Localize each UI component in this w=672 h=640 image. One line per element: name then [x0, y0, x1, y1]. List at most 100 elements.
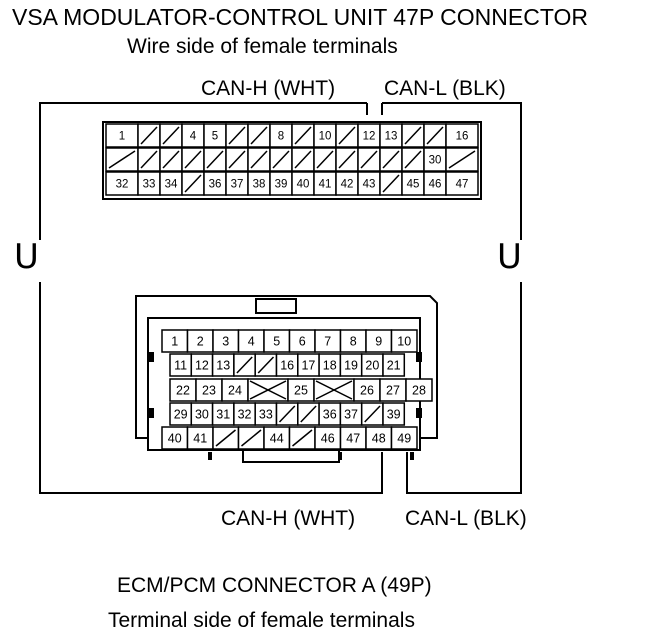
terminal-number: 25 — [294, 384, 308, 398]
terminal-cell — [445, 147, 479, 172]
terminal-number: 5 — [273, 335, 280, 349]
terminal-number: 32 — [116, 179, 129, 191]
terminal-cell: 30 — [423, 147, 447, 172]
terminal-number: 44 — [270, 432, 284, 446]
empty-terminal-mark — [241, 429, 262, 447]
empty-terminal-mark — [140, 150, 158, 169]
empty-terminal-mark — [294, 150, 312, 169]
terminal-number: 17 — [301, 359, 315, 373]
can-l-wire — [381, 102, 522, 494]
terminal-cell: 41 — [313, 171, 337, 196]
terminal-cell: 12 — [357, 123, 381, 148]
empty-terminal-mark — [184, 174, 202, 193]
terminal-number: 33 — [259, 408, 273, 422]
terminal-cell: 7 — [314, 329, 342, 353]
empty-terminal-mark — [364, 405, 381, 423]
terminal-number: 30 — [429, 155, 442, 167]
side-lock — [416, 352, 422, 362]
empty-terminal-mark — [294, 126, 312, 145]
terminal-number: 47 — [456, 179, 469, 191]
terminal-cell: 34 — [159, 171, 183, 196]
terminal-cell: 45 — [401, 171, 425, 196]
connector-latch — [255, 298, 297, 314]
terminal-cell: 26 — [353, 378, 381, 402]
mount-post — [410, 452, 414, 460]
terminal-number: 47 — [346, 432, 360, 446]
terminal-cell — [203, 147, 227, 172]
terminal-cell: 16 — [445, 123, 479, 148]
terminal-cell: 11 — [169, 353, 193, 377]
terminal-cell: 36 — [203, 171, 227, 196]
empty-terminal-mark — [382, 174, 400, 193]
side-lock — [148, 352, 154, 362]
terminal-number: 22 — [176, 384, 190, 398]
top-connector-title: VSA MODULATOR-CONTROL UNIT 47P CONNECTOR — [12, 4, 588, 30]
terminal-cell: 8 — [339, 329, 367, 353]
empty-terminal-mark — [300, 405, 317, 423]
terminal-cell — [313, 147, 337, 172]
terminal-cell: 37 — [225, 171, 249, 196]
empty-terminal-mark — [278, 405, 296, 423]
terminal-cell — [225, 147, 249, 172]
terminal-cell: 27 — [379, 378, 407, 402]
bottom-can-h-label: CAN-H (WHT) — [221, 507, 356, 530]
terminal-number: 7 — [324, 335, 331, 349]
terminal-number: 33 — [143, 179, 156, 191]
terminal-cell: 2 — [186, 329, 214, 353]
empty-terminal-mark — [162, 150, 180, 169]
terminal-number: 41 — [193, 432, 207, 446]
empty-terminal-mark — [338, 150, 356, 169]
terminal-number: 40 — [297, 179, 310, 191]
terminal-number: 1 — [171, 335, 178, 349]
terminal-cell — [379, 171, 403, 196]
terminal-number: 6 — [299, 335, 306, 349]
terminal-number: 12 — [363, 131, 376, 143]
terminal-cell — [357, 147, 381, 172]
empty-terminal-mark — [206, 150, 224, 169]
terminal-number: 36 — [323, 408, 337, 422]
empty-terminal-mark — [108, 150, 136, 169]
terminal-cell: 30 — [190, 402, 214, 426]
terminal-cell: 3 — [212, 329, 240, 353]
terminal-number: 26 — [360, 384, 374, 398]
terminal-cell — [254, 353, 278, 377]
mount-post — [208, 452, 212, 460]
wires — [39, 102, 522, 494]
terminal-number: 48 — [372, 432, 386, 446]
terminal-number: 40 — [168, 432, 182, 446]
terminal-number: 39 — [387, 408, 401, 422]
terminal-cell — [159, 123, 183, 148]
can-h-wire — [39, 102, 383, 494]
top-can-h-label: CAN-H (WHT) — [201, 77, 336, 100]
terminal-cell — [291, 123, 315, 148]
terminal-cell: 39 — [269, 171, 293, 196]
terminal-cell: 49 — [390, 426, 418, 450]
terminal-number: 1 — [119, 131, 125, 143]
terminal-cell: 39 — [382, 402, 406, 426]
terminal-cell: 1 — [161, 329, 189, 353]
terminal-cell: 36 — [318, 402, 342, 426]
terminal-cell: 24 — [221, 378, 249, 402]
terminal-number: 5 — [212, 131, 218, 143]
terminal-number: 23 — [202, 384, 216, 398]
terminal-number: 16 — [456, 131, 469, 143]
terminal-number: 2 — [197, 335, 204, 349]
terminal-cell: 20 — [360, 353, 384, 377]
terminal-cell — [233, 353, 256, 377]
terminal-number: 38 — [253, 179, 266, 191]
splice-symbol-left: U — [14, 237, 39, 277]
terminal-number: 11 — [174, 359, 187, 373]
terminal-cell: 33 — [137, 171, 161, 196]
terminal-number: 27 — [386, 384, 400, 398]
empty-terminal-mark — [250, 150, 268, 169]
mount-post — [338, 452, 342, 460]
terminal-cell — [181, 171, 205, 196]
terminal-cell — [105, 147, 139, 172]
empty-terminal-mark — [140, 126, 158, 145]
terminal-number: 18 — [323, 359, 337, 373]
bottom-can-l-label: CAN-L (BLK) — [405, 507, 527, 530]
terminal-cell: 33 — [254, 402, 278, 426]
